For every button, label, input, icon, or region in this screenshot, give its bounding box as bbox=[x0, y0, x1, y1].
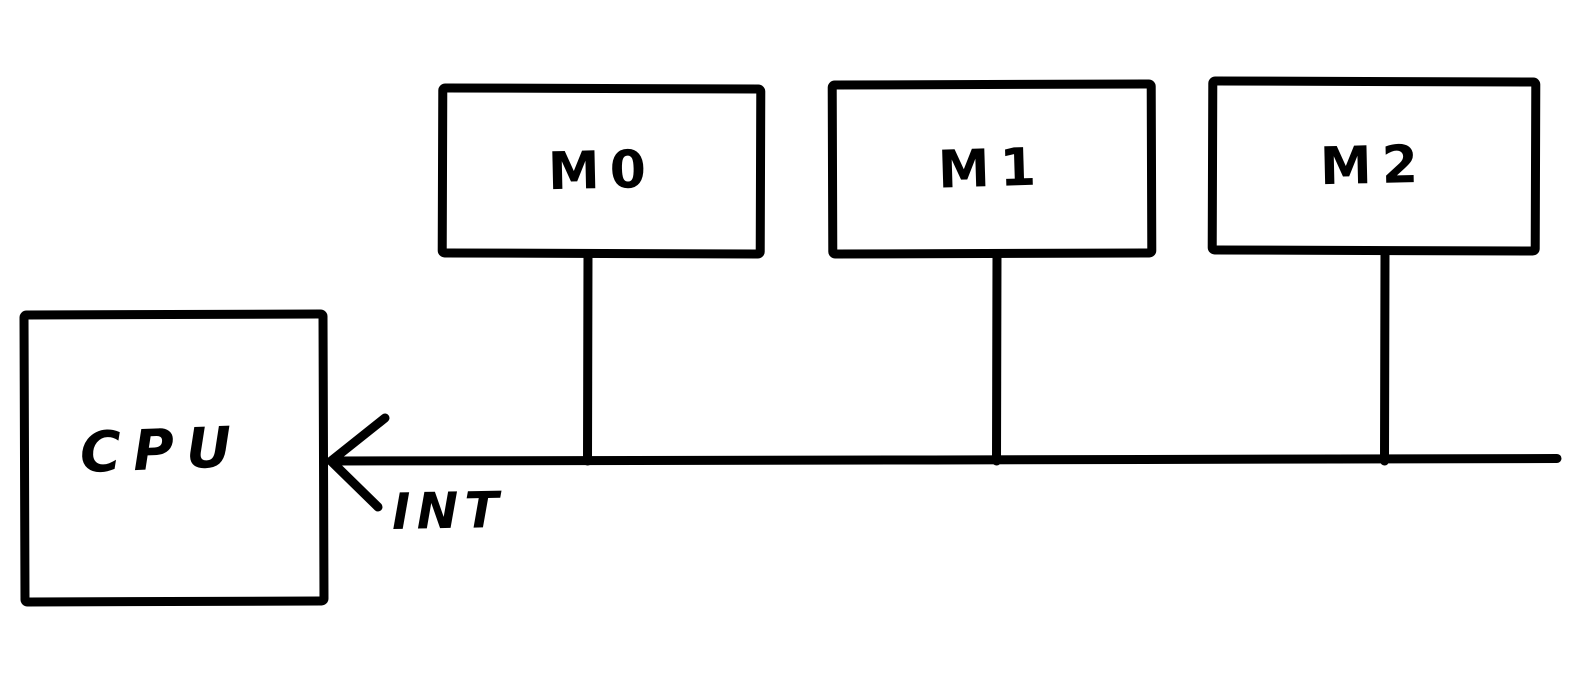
m2-bus-connector-line bbox=[1380, 245, 1390, 466]
m0-bus-connector-line bbox=[583, 247, 593, 466]
module-m1-box: M1 bbox=[827, 79, 1157, 259]
module-m0-label: M0 bbox=[546, 139, 657, 203]
m1-bus-connector-line bbox=[992, 247, 1002, 466]
int-signal-label: INT bbox=[391, 481, 506, 541]
module-m2-label: M2 bbox=[1319, 134, 1429, 198]
cpu-label: CPU bbox=[78, 414, 245, 486]
cpu-box: CPU bbox=[19, 309, 329, 607]
module-m2-box: M2 bbox=[1207, 76, 1541, 256]
interrupt-bus-line bbox=[331, 454, 1562, 466]
module-m0-box: M0 bbox=[437, 83, 766, 259]
module-m1-label: M1 bbox=[937, 137, 1047, 201]
arrow-into-cpu-icon bbox=[326, 413, 390, 512]
